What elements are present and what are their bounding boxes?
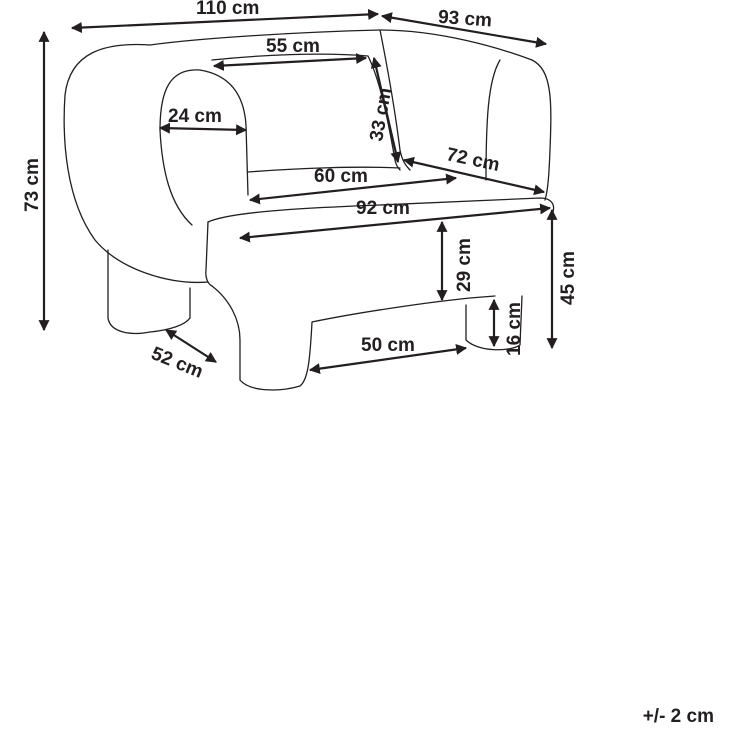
armrest-width-line: [158, 122, 248, 136]
seat-width-front-label: 92 cm: [356, 198, 410, 219]
leg-gap-line: [308, 343, 468, 375]
armchair-outline: [63, 29, 555, 391]
left-arm-inner-outline: [159, 69, 201, 226]
leg-height-label: 16 cm: [504, 302, 525, 356]
left-leg: [107, 249, 191, 335]
height-overall-label: 73 cm: [22, 158, 43, 212]
front-left-block: [205, 221, 213, 287]
seat-depth-line: [402, 156, 546, 196]
right-arm-outline: [485, 59, 552, 201]
seat-front-face: [211, 285, 496, 391]
armrest-width-label: 24 cm: [168, 106, 222, 127]
depth-overall-line: [380, 12, 548, 48]
leg-gap-label: 50 cm: [361, 335, 415, 356]
leg-depth-line: [165, 329, 217, 363]
seat-width-front-line: [238, 203, 552, 243]
seat-width-back-label: 60 cm: [314, 166, 368, 187]
width-overall-label: 110 cm: [196, 0, 259, 19]
cushion-height-line: [370, 56, 402, 164]
cushion-width-label: 55 cm: [266, 36, 320, 57]
seat-height-inner-label: 29 cm: [454, 238, 475, 292]
cushion-width-line: [212, 53, 368, 71]
back-top-rim-outline: [149, 29, 533, 61]
left-arm-inner-edge: [199, 69, 249, 196]
seat-height-label: 45 cm: [558, 251, 579, 305]
seat-back-edge: [247, 166, 401, 173]
depth-overall-label: 93 cm: [437, 7, 492, 32]
right-leg: [465, 295, 523, 351]
dimension-lines: [38, 8, 558, 375]
width-overall-line: [70, 8, 380, 34]
dimension-labels: 110 cm 93 cm 73 cm 55 cm 33 cm 24 cm 72 …: [22, 0, 579, 383]
tolerance-note: +/- 2 cm: [642, 706, 714, 727]
seat-width-back-line: [248, 173, 458, 205]
left-arm-outer-outline: [63, 43, 209, 284]
